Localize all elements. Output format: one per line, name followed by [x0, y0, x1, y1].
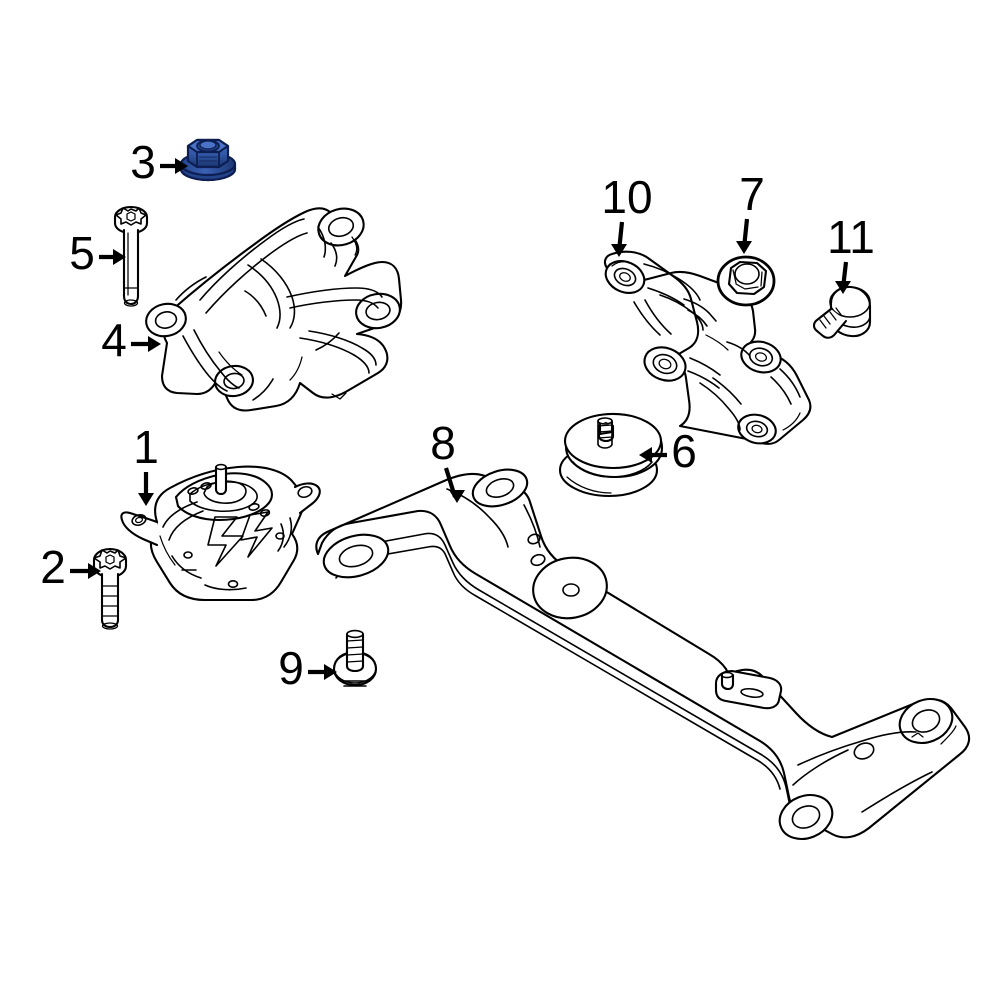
callout-number-7: 7: [739, 168, 765, 220]
callout-number-8: 8: [430, 417, 456, 469]
part-7-hex-flange-nut: [716, 255, 776, 307]
part-6-transmission-mount-bushing: [558, 412, 664, 498]
part-4-engine-mount-bracket: [145, 207, 403, 412]
callout-2-engine-mount-bolt: 2: [40, 541, 101, 593]
callout-9-crossmember-bolt: 9: [278, 642, 337, 694]
callout-number-9: 9: [278, 642, 304, 694]
arrowhead-icon-9: [324, 664, 337, 680]
part-11-transmission-bracket-bolt: [812, 285, 872, 339]
callout-3-flange-nut-highlighted: 3: [130, 136, 188, 188]
callout-6-transmission-mount-bushing: 6: [639, 425, 697, 477]
part-3-flange-nut-highlighted: [179, 138, 237, 182]
callout-number-2: 2: [40, 541, 66, 593]
arrowhead-icon-1: [138, 493, 154, 506]
callout-number-3: 3: [130, 136, 156, 188]
arrowhead-icon-11: [835, 281, 851, 294]
part-8-transmission-crossmember: [315, 468, 971, 840]
callout-number-4: 4: [101, 314, 127, 366]
arrowhead-icon-10: [611, 244, 627, 257]
part-5-bracket-bolt: [113, 205, 149, 307]
callout-10-transmission-mount-bracket: 10: [601, 171, 653, 257]
part-2-engine-mount-bolt: [92, 547, 128, 630]
arrowhead-icon-8: [449, 490, 465, 503]
callout-number-5: 5: [69, 227, 95, 279]
arrowhead-icon-2: [88, 563, 101, 579]
callout-number-10: 10: [601, 171, 652, 223]
arrowhead-icon-6: [639, 447, 652, 463]
callout-number-1: 1: [133, 421, 159, 473]
callout-5-bracket-bolt: 5: [69, 227, 126, 279]
arrowhead-icon-4: [148, 336, 161, 352]
callout-4-engine-mount-bracket: 4: [101, 314, 161, 366]
callout-7-hex-flange-nut: 7: [736, 168, 765, 254]
arrowhead-icon-5: [113, 249, 126, 265]
part-9-crossmember-bolt: [332, 629, 378, 687]
arrowhead-icon-3: [175, 158, 188, 174]
callout-8-transmission-crossmember: 8: [430, 417, 465, 503]
callout-layer: 1 2 3 45 6 7 8 9 10 11: [40, 136, 875, 694]
callout-11-transmission-bracket-bolt: 11: [827, 211, 875, 294]
arrowhead-icon-7: [736, 241, 752, 254]
callout-number-11: 11: [827, 211, 875, 263]
callout-number-6: 6: [671, 425, 697, 477]
callout-1-engine-mount: 1: [133, 421, 159, 506]
part-1-engine-mount: [120, 463, 321, 602]
